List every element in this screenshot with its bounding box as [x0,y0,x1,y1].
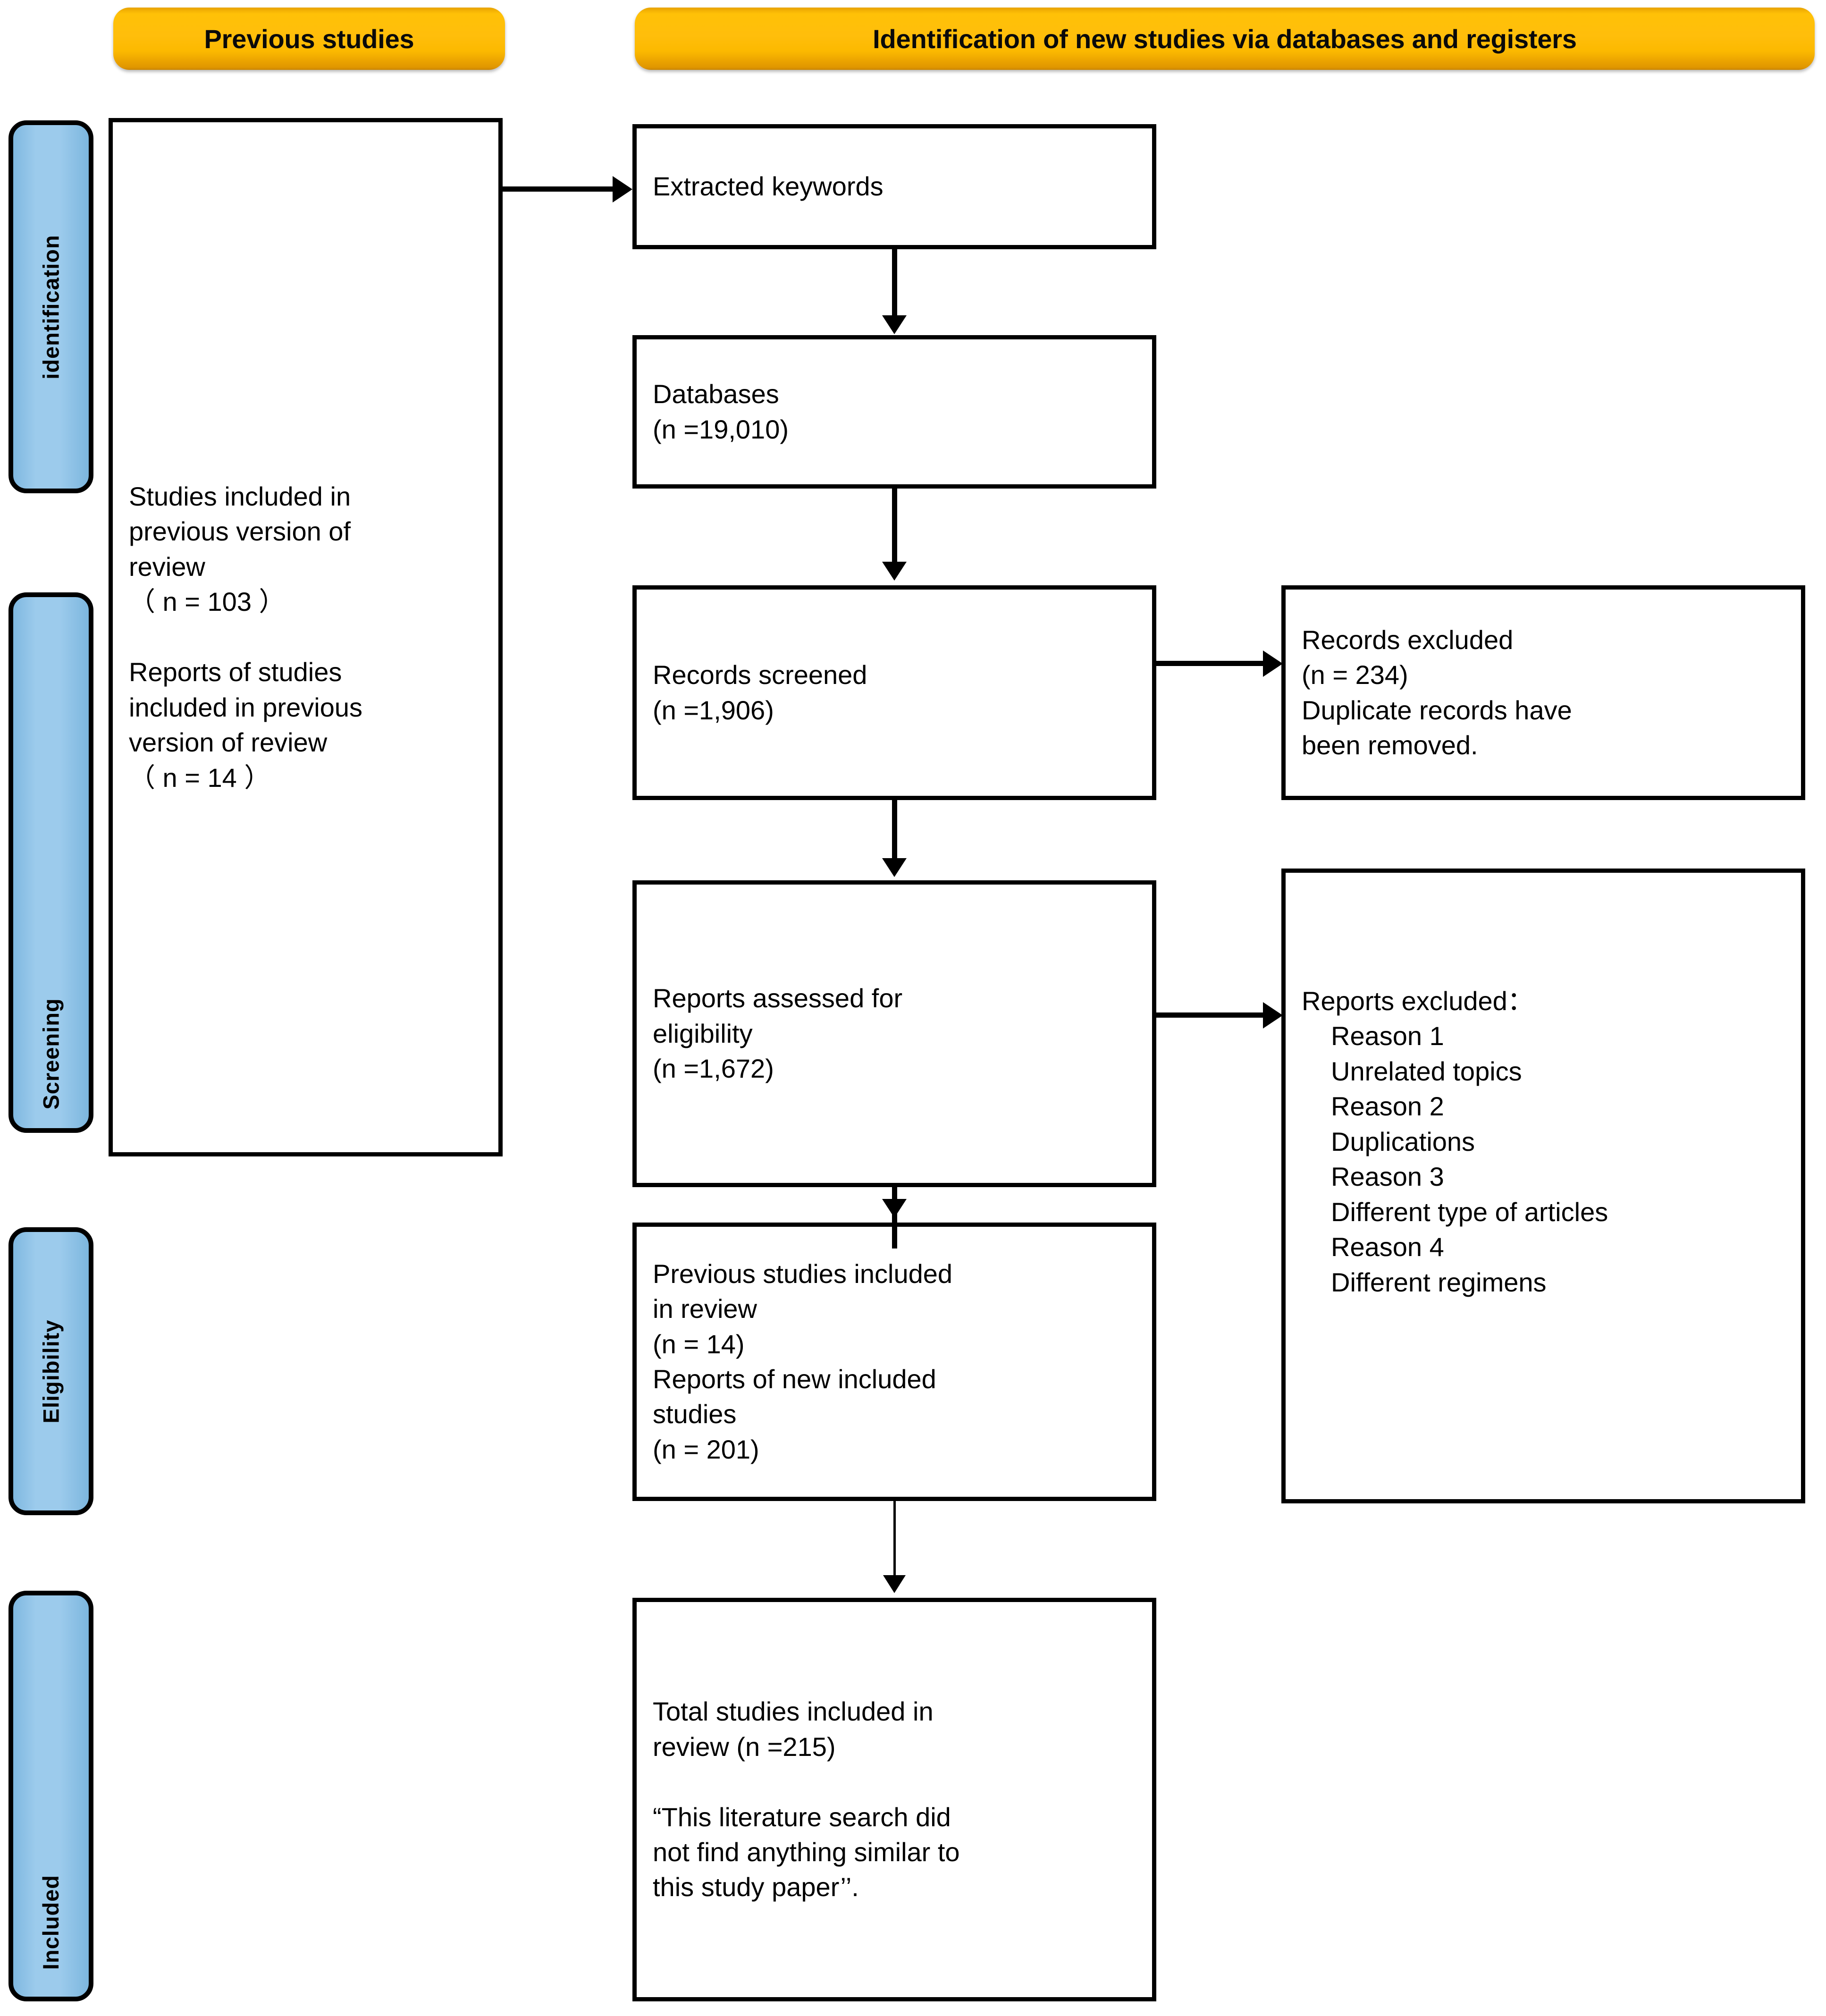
stage-label-eligibility: Eligibility [38,1319,64,1423]
arrowhead-included-to-total [883,1575,906,1593]
box-records-excluded: Records excluded (n = 234) Duplicate rec… [1281,585,1805,800]
connector-assessed-to-reports-excluded [1156,1012,1270,1018]
arrowhead-screened-to-excluded [1263,650,1283,677]
box-records-screened: Records screened (n =1,906) [632,585,1156,800]
header-previous-studies-label: Previous studies [204,24,414,54]
stage-label-included: Included [38,1874,64,1970]
box-previous-studies-included: Previous studies included in review (n =… [632,1223,1156,1501]
connector-databases-to-screened [892,489,897,564]
box-extracted-keywords-text: Extracted keywords [653,171,884,202]
header-previous-studies: Previous studies [113,8,505,70]
box-reports-assessed-eligibility: Reports assessed for eligibility (n =1,6… [632,880,1156,1187]
box-records-excluded-text: Records excluded (n = 234) Duplicate rec… [1302,624,1572,760]
connector-assessed-to-included [892,1187,897,1248]
box-total-studies-included-text: Total studies included in review (n =215… [653,1696,960,1902]
header-identification-label: Identification of new studies via databa… [873,24,1577,54]
connector-screened-to-excluded [1156,661,1270,666]
box-reports-assessed-text: Reports assessed for eligibility (n =1,6… [653,983,903,1084]
box-reports-excluded-title: Reports excluded： [1302,986,1534,1016]
stage-bar-identification: identification [8,120,93,493]
box-databases: Databases (n =19,010) [632,335,1156,489]
arrowhead-databases-to-screened [882,562,907,581]
box-extracted-keywords: Extracted keywords [632,124,1156,249]
box-previous-studies-included-text: Previous studies included in review (n =… [653,1258,953,1464]
stage-label-screening: Screening [38,998,64,1110]
connector-keywords-to-databases [892,249,897,318]
arrowhead-assessed-to-included [882,1199,907,1218]
box-total-studies-included: Total studies included in review (n =215… [632,1598,1156,2001]
connector-screened-to-assessed [892,800,897,860]
stage-label-identification: identification [38,234,64,380]
box-databases-text: Databases (n =19,010) [653,379,789,444]
connector-included-to-total [893,1501,896,1584]
connector-prev-to-keywords [498,186,616,192]
box-previous-studies: Studies included in previous version of … [109,118,503,1156]
arrowhead-screened-to-assessed [882,858,907,877]
arrowhead-assessed-to-reports-excluded [1263,1002,1283,1029]
box-previous-studies-text: Studies included in previous version of … [129,481,362,793]
header-identification-new-studies: Identification of new studies via databa… [635,8,1815,70]
box-reports-excluded: Reports excluded： Reason 1 Unrelated top… [1281,869,1805,1503]
arrowhead-prev-to-keywords [613,176,632,202]
box-reports-excluded-reasons: Reason 1 Unrelated topics Reason 2 Dupli… [1331,1021,1608,1297]
box-records-screened-text: Records screened (n =1,906) [653,660,867,725]
stage-bar-screening: Screening [8,592,93,1133]
stage-bar-eligibility: Eligibility [8,1227,93,1515]
stage-bar-included: Included [8,1591,93,2001]
arrowhead-keywords-to-databases [882,315,907,334]
